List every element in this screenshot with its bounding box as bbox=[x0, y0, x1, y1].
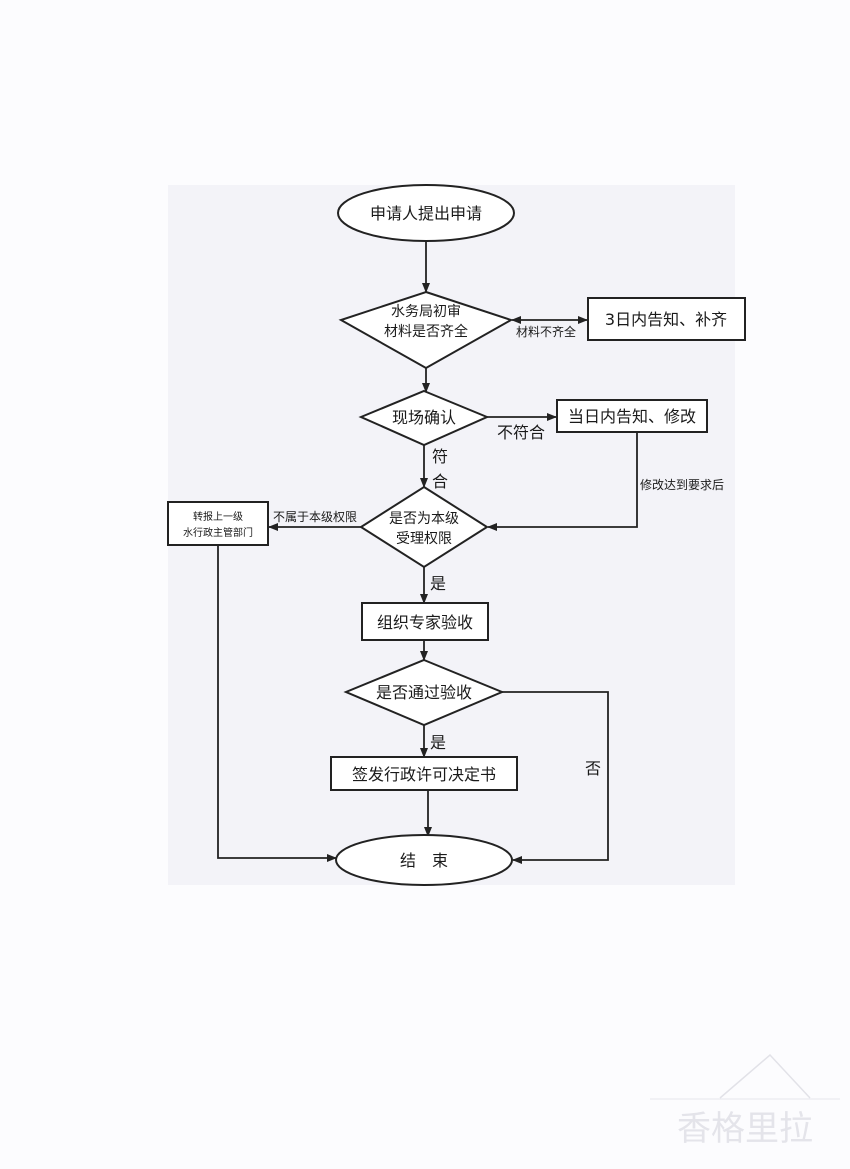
edge-label: 是 bbox=[430, 574, 446, 593]
decision-label: 材料是否齐全 bbox=[384, 323, 468, 340]
start-node: 申请人提出申请 bbox=[337, 184, 515, 242]
authority-decision: 是否为本级 受理权限 bbox=[359, 485, 489, 569]
decision-label: 是否为本级 bbox=[389, 511, 459, 527]
edge-label: 不属于本级权限 bbox=[273, 510, 357, 524]
edge-label: 不符合 bbox=[497, 423, 545, 442]
edge-label: 否 bbox=[585, 759, 601, 778]
svg-text:香格里拉: 香格里拉 bbox=[677, 1109, 813, 1149]
watermark-logo: 香格里拉 bbox=[650, 1053, 840, 1149]
edge-label: 修改达到要求后 bbox=[640, 477, 724, 492]
notify-modify-node: 当日内告知、修改 bbox=[556, 399, 708, 433]
process-label: 组织专家验收 bbox=[377, 613, 473, 632]
pass-check-decision: 是否通过验收 bbox=[343, 658, 505, 727]
process-label: 签发行政许可决定书 bbox=[352, 765, 496, 784]
expert-acceptance-node: 组织专家验收 bbox=[361, 602, 489, 641]
forward-node: 转报上一级 水行政主管部门 bbox=[167, 501, 269, 546]
arrow bbox=[217, 545, 337, 862]
issue-decision-node: 签发行政许可决定书 bbox=[330, 756, 518, 791]
start-label: 申请人提出申请 bbox=[370, 204, 482, 223]
edge-label: 合 bbox=[432, 472, 448, 491]
process-label: 当日内告知、修改 bbox=[568, 407, 696, 426]
edge-label: 材料不齐全 bbox=[516, 324, 576, 339]
decision-label: 水务局初审 bbox=[391, 303, 461, 320]
process-label: 3日内告知、补齐 bbox=[605, 310, 727, 329]
edge-label: 符 bbox=[432, 447, 448, 466]
end-node: 结 束 bbox=[335, 834, 513, 886]
decision-label: 现场确认 bbox=[392, 408, 456, 427]
decision-label: 是否通过验收 bbox=[376, 683, 472, 702]
edge-label: 是 bbox=[430, 733, 446, 752]
process-label: 转报上一级 bbox=[193, 510, 243, 523]
arrow bbox=[502, 691, 609, 864]
decision-label: 受理权限 bbox=[396, 531, 452, 547]
notify-supplement-node: 3日内告知、补齐 bbox=[587, 297, 746, 341]
end-label: 结 束 bbox=[400, 851, 448, 870]
arrow bbox=[487, 432, 638, 531]
process-label: 水行政主管部门 bbox=[183, 526, 253, 539]
